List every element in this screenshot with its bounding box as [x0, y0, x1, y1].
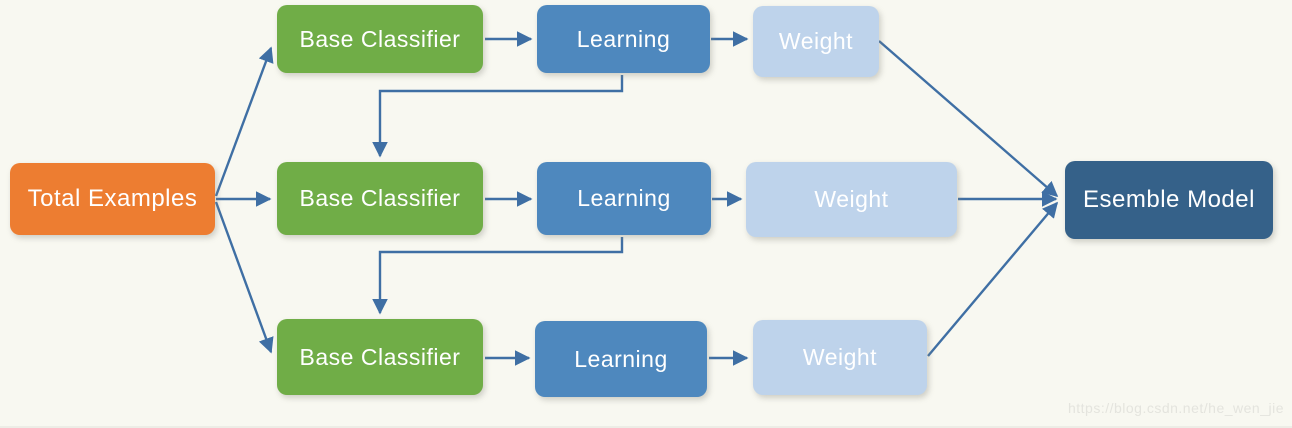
- node-base-classifier-2-label: Base Classifier: [299, 185, 461, 211]
- arrow-total-to-base3: [214, 201, 274, 354]
- node-total-examples-label: Total Examples: [27, 185, 198, 212]
- node-esemble-model-label: Esemble Model: [1083, 186, 1255, 213]
- node-base-classifier-1-label: Base Classifier: [299, 25, 461, 52]
- watermark-text: https://blog.csdn.net/he_wen_jie: [1067, 400, 1284, 416]
- node-learning-3: Learning: [535, 321, 707, 397]
- node-weight-3: Weight: [753, 320, 927, 395]
- arrow-weight3-to-esemble: [927, 201, 1059, 357]
- node-learning-3-label: Learning: [574, 345, 668, 372]
- node-weight-1: Weight: [753, 6, 879, 77]
- node-weight-2: Weight: [746, 162, 957, 237]
- node-total-examples: Total Examples: [10, 163, 215, 235]
- node-weight-1-label: Weight: [778, 28, 854, 54]
- arrow-learn2-to-base3: [372, 237, 624, 315]
- arrow-total-to-base1: [214, 46, 274, 197]
- node-base-classifier-1: Base Classifier: [277, 5, 483, 73]
- arrow-weight1-to-esemble: [878, 40, 1059, 198]
- node-learning-1-label: Learning: [576, 25, 671, 52]
- node-learning-2: Learning: [537, 162, 711, 235]
- node-weight-2-label: Weight: [814, 186, 889, 212]
- node-weight-3-label: Weight: [802, 344, 878, 370]
- bottom-edge-line: [0, 426, 1292, 428]
- node-base-classifier-2: Base Classifier: [277, 162, 483, 235]
- node-base-classifier-3: Base Classifier: [277, 319, 483, 395]
- node-esemble-model: Esemble Model: [1065, 161, 1273, 239]
- arrow-learn1-to-base2: [372, 75, 624, 158]
- node-base-classifier-3-label: Base Classifier: [299, 343, 461, 370]
- node-learning-1: Learning: [537, 5, 710, 73]
- node-learning-2-label: Learning: [577, 185, 671, 211]
